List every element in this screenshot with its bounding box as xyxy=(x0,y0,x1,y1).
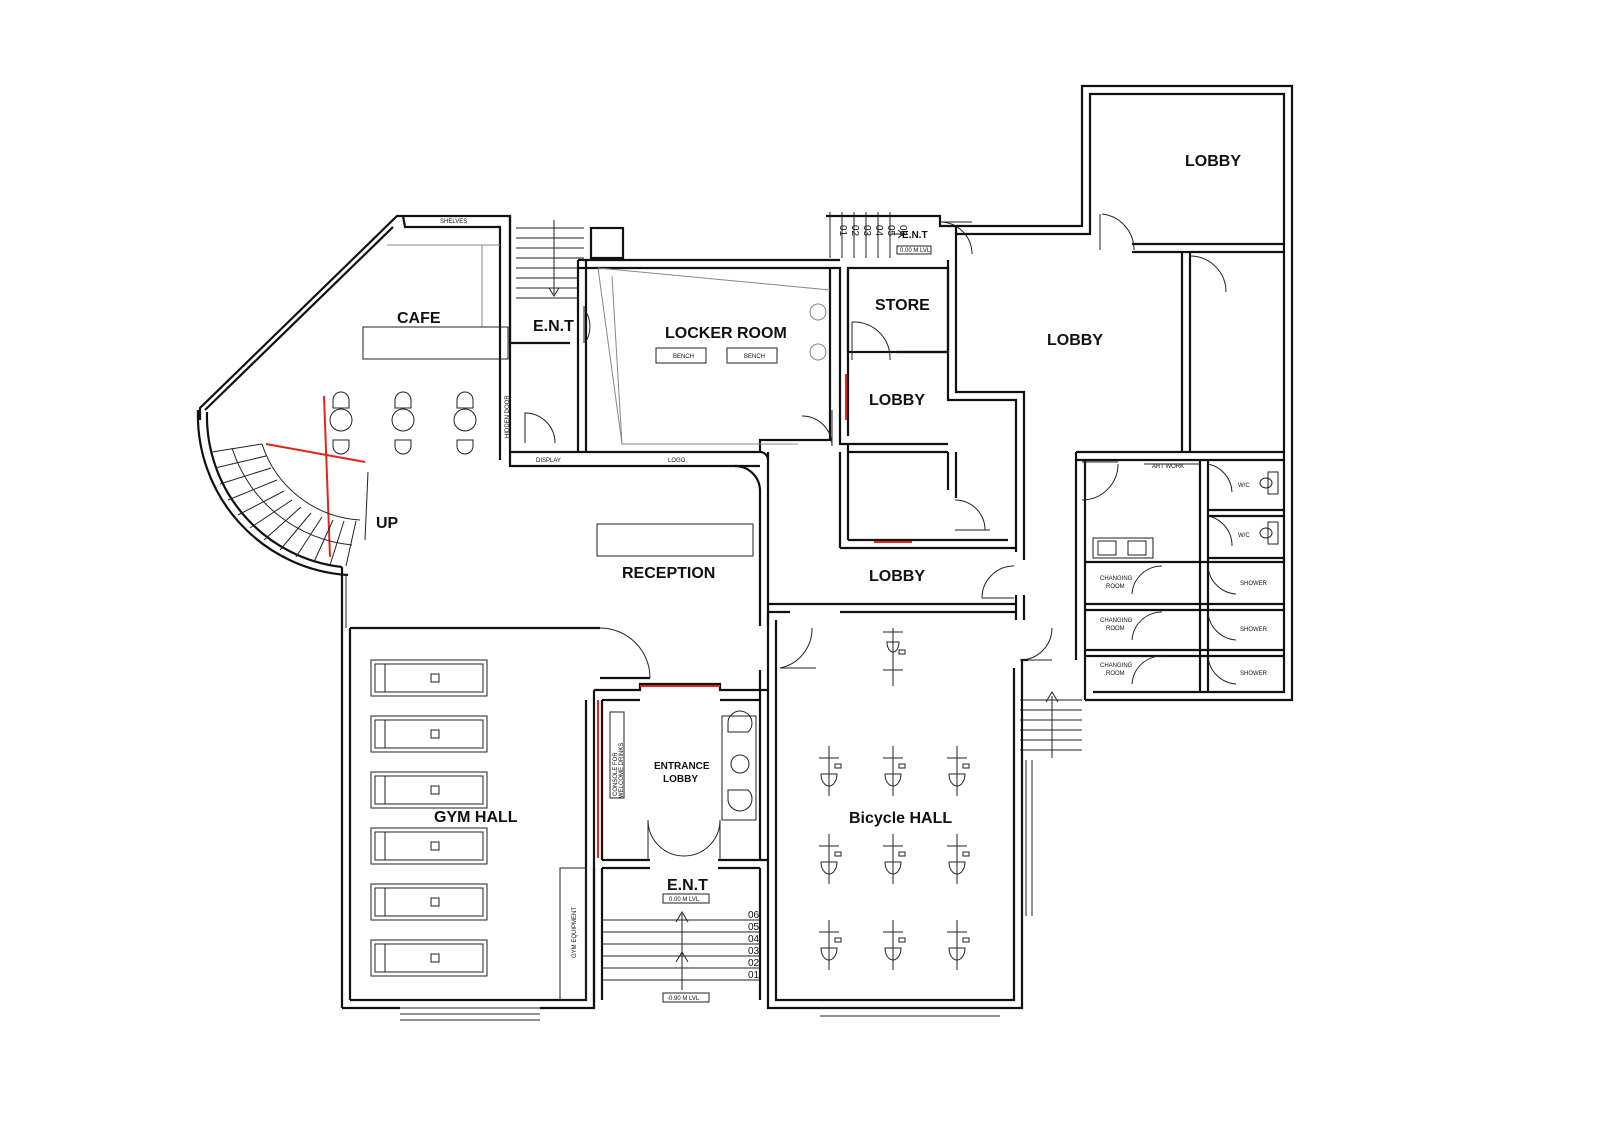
label-shower-1: SHOWER xyxy=(1240,581,1268,587)
label-wc-1: W/C xyxy=(1238,483,1250,489)
stair-ent-bottom xyxy=(602,911,760,990)
label-gym-equipment: GYM EQUIPMENT xyxy=(572,907,578,958)
room-labels: CAFE E.N.T LOCKER ROOM STORE LOBBY LOBBY… xyxy=(376,153,1241,894)
label-gym-hall: GYM HALL xyxy=(434,809,518,826)
stair-ent-top-right xyxy=(829,212,904,258)
stair-number: 06 xyxy=(897,225,908,237)
label-changing-2b: ROOM xyxy=(1106,626,1125,632)
label-changing-3a: CHANGING xyxy=(1100,663,1133,669)
red-highlights xyxy=(265,374,912,858)
label-bench-1: BENCH xyxy=(673,354,694,360)
cafe-tables xyxy=(329,391,477,455)
label-wc-2: W/C xyxy=(1238,533,1250,539)
label-shower-2: SHOWER xyxy=(1240,627,1268,633)
stair-curved xyxy=(211,443,369,567)
label-lobby-top-right: LOBBY xyxy=(1185,153,1241,170)
label-lobby-mid: LOBBY xyxy=(869,392,925,409)
gym-treadmills xyxy=(370,659,488,977)
label-reception: RECEPTION xyxy=(622,565,715,582)
stair-ent-top xyxy=(516,220,584,299)
label-up: UP xyxy=(376,515,399,532)
stair-number: 03 xyxy=(748,946,760,957)
label-changing-1b: ROOM xyxy=(1106,584,1125,590)
stair-number: 04 xyxy=(748,934,760,945)
stair-number: 05 xyxy=(885,225,896,237)
label-shower-3: SHOWER xyxy=(1240,671,1268,677)
stair-right-exterior xyxy=(1020,691,1082,758)
label-console-1: CONSOLE FOR xyxy=(613,752,619,796)
stair-numbers-bottom: 06 05 04 03 02 01 xyxy=(748,910,760,981)
label-lobby-lower: LOBBY xyxy=(869,568,925,585)
doors xyxy=(524,213,1237,860)
stair-number: 02 xyxy=(849,225,860,237)
label-store: STORE xyxy=(875,297,930,314)
locker-room-fixtures xyxy=(597,267,831,445)
entrance-lobby-seating xyxy=(609,710,757,821)
stairs xyxy=(211,212,1082,990)
stair-number: 02 xyxy=(748,958,760,969)
label-bicycle-hall: Bicycle HALL xyxy=(849,810,952,827)
label-cafe: CAFE xyxy=(397,310,441,327)
label-changing-1a: CHANGING xyxy=(1100,576,1133,582)
label-art-work: ART WORK xyxy=(1152,464,1184,470)
stair-number: 04 xyxy=(873,225,884,237)
stair-number: 01 xyxy=(748,970,760,981)
label-lobby-right: LOBBY xyxy=(1047,332,1103,349)
label-level-bottom: -0.90 M LVL xyxy=(667,996,700,1002)
bicycles xyxy=(819,628,970,970)
stair-number: 01 xyxy=(837,225,848,237)
walls xyxy=(196,84,1294,1021)
stair-number: 06 xyxy=(748,910,760,921)
label-ent-stair-top: E.N.T xyxy=(902,230,928,241)
label-changing-3b: ROOM xyxy=(1106,671,1125,677)
small-labels: SHELVES BENCH BENCH DISPLAY LOGO HIDDEN … xyxy=(440,219,1268,1003)
stair-number: 05 xyxy=(748,922,760,933)
label-shelves: SHELVES xyxy=(440,219,467,225)
stair-numbers-top: 01 02 03 04 05 06 xyxy=(837,225,908,237)
label-level-top: 0.00 M LVL xyxy=(669,897,700,903)
furniture xyxy=(329,267,1279,1001)
label-display: DISPLAY xyxy=(536,458,561,464)
label-bench-2: BENCH xyxy=(744,354,765,360)
stair-number: 03 xyxy=(861,225,872,237)
sanitary-fixtures xyxy=(1092,463,1279,559)
label-entrance-lobby-2: LOBBY xyxy=(663,774,698,785)
gym-equipment-shelf xyxy=(559,867,587,1001)
label-console-2: WELCOME DRINKS xyxy=(619,743,625,798)
label-level-ent-top: 0.00 M LVL xyxy=(900,248,931,254)
label-locker-room: LOCKER ROOM xyxy=(665,325,787,342)
label-logo: LOGO xyxy=(668,458,686,464)
label-hidden-door: HIDDEN DOOR xyxy=(505,395,511,438)
label-changing-2a: CHANGING xyxy=(1100,618,1133,624)
label-ent-bottom: E.N.T xyxy=(667,877,708,894)
label-ent-top: E.N.T xyxy=(533,318,574,335)
label-entrance-lobby-1: ENTRANCE xyxy=(654,761,710,772)
